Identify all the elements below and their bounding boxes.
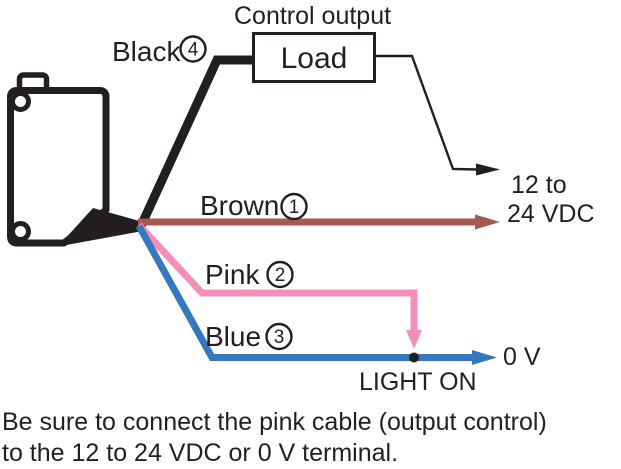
circled-number-2: 2	[266, 260, 294, 289]
circled-number-4: 4	[179, 35, 207, 63]
brown-wire-label: Brown	[200, 190, 279, 221]
sensor-screw-hole-bottom	[10, 221, 31, 242]
sensor-cable-boot	[58, 208, 143, 247]
circled-number-3: 3	[265, 322, 293, 351]
zero-v-terminal-label: 0 V	[503, 343, 541, 371]
svg-text:3: 3	[274, 327, 285, 348]
control-output-label: Control output	[234, 2, 391, 30]
svg-text:2: 2	[275, 265, 286, 286]
load-output-line	[375, 54, 478, 171]
pink-wire-arrowhead	[406, 330, 422, 349]
pink-wire-label: Pink	[205, 259, 260, 290]
note-line-2: to the 12 to 24 VDC or 0 V terminal.	[2, 439, 398, 467]
svg-text:1: 1	[289, 197, 300, 218]
sensor-screw-hole-top	[10, 91, 31, 112]
brown-wire-arrowhead	[475, 214, 500, 230]
circled-number-1: 1	[280, 192, 308, 221]
blue-wire-label: Blue	[205, 321, 261, 352]
vdc-terminal-label-line2: 24 VDC	[507, 200, 595, 228]
load-label: Load	[281, 42, 348, 75]
junction-dot	[409, 352, 419, 363]
load-box	[252, 32, 376, 83]
black-wire-label: Black	[112, 36, 181, 67]
sensor-body	[7, 87, 110, 247]
svg-text:4: 4	[188, 40, 199, 61]
blue-wire	[135, 224, 473, 361]
vdc-terminal-label-line1: 12 to	[511, 171, 567, 199]
black-wire	[136, 55, 256, 228]
output-line-arrowhead	[476, 163, 500, 176]
blue-wire-arrowhead	[472, 350, 497, 365]
note-line-1: Be sure to connect the pink cable (outpu…	[2, 408, 547, 436]
light-on-label: LIGHT ON	[359, 368, 477, 396]
pink-wire	[136, 222, 418, 333]
